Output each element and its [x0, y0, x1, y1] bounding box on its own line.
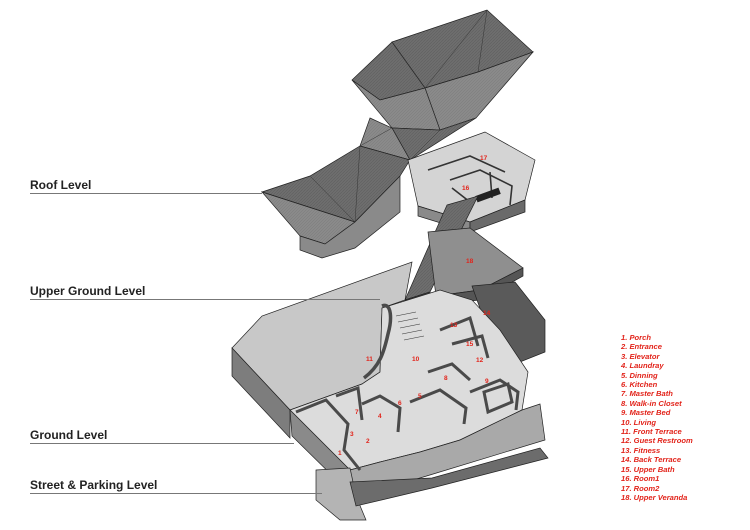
room-marker: 9 [485, 378, 489, 385]
legend-item: 11. Front Terrace [621, 427, 682, 437]
room-marker: 4 [378, 413, 382, 420]
legend-item: 6. Kitchen [621, 380, 658, 390]
legend-item: 3. Elevator [621, 351, 660, 361]
street-parking-level-label: Street & Parking Level [30, 478, 158, 492]
room-marker: 7 [355, 409, 359, 416]
roof-level-label: Roof Level [30, 178, 92, 192]
room-marker: 1 [338, 450, 342, 457]
room-marker: 2 [366, 438, 370, 445]
room-marker: 13 [450, 322, 458, 329]
room-marker: 17 [480, 155, 488, 162]
roof-edge [299, 175, 401, 259]
roof-level-model [260, 9, 535, 259]
legend-item: 14. Back Terrace [621, 455, 682, 465]
legend-item: 13. Fitness [621, 445, 661, 455]
ground-level-leader [30, 443, 294, 444]
room-markers: 1 2 3 4 5 6 7 8 9 10 11 12 13 14 15 16 1… [338, 155, 491, 457]
legend-item: 17. Room2 [621, 483, 660, 493]
room-marker: 8 [444, 375, 448, 382]
legend-item: 9. Master Bed [621, 408, 671, 418]
legend-item: 2. Entrance [621, 342, 662, 352]
upper-ground-level-leader [30, 299, 380, 300]
legend-item: 18. Upper Veranda [621, 492, 688, 502]
stair-tower [404, 195, 524, 319]
legend-item: 12. Guest Restroom [621, 436, 693, 446]
street-parking-level-model [315, 447, 549, 521]
legend-item: 5. Dinning [621, 370, 658, 380]
room-marker: 14 [483, 310, 491, 317]
room-marker: 16 [462, 185, 470, 192]
street-parking-level-leader [30, 493, 322, 494]
legend-item: 16. Room1 [621, 474, 660, 484]
room-legend: 1. Porch 2. Entrance 3. Elevator 4. Laun… [621, 333, 693, 502]
legend-item: 15. Upper Bath [621, 464, 675, 474]
room-marker: 3 [350, 431, 354, 438]
legend-item: 10. Living [621, 417, 657, 427]
upper-ground-level-label: Upper Ground Level [30, 284, 146, 298]
room-marker: 15 [466, 341, 474, 348]
room-marker: 5 [418, 393, 422, 400]
room-marker: 10 [412, 356, 420, 363]
legend-item: 1. Porch [621, 333, 651, 342]
room-marker: 18 [466, 258, 474, 265]
room-marker: 12 [476, 357, 484, 364]
legend-item: 7. Master Bath [621, 389, 673, 399]
legend-item: 4. Laundray [621, 361, 664, 371]
legend-item: 8. Walk-in Closet [621, 398, 682, 408]
room-marker: 11 [366, 356, 373, 363]
room-marker: 6 [398, 400, 402, 407]
ground-level-label: Ground Level [30, 428, 108, 442]
roof-level-leader [30, 193, 262, 194]
